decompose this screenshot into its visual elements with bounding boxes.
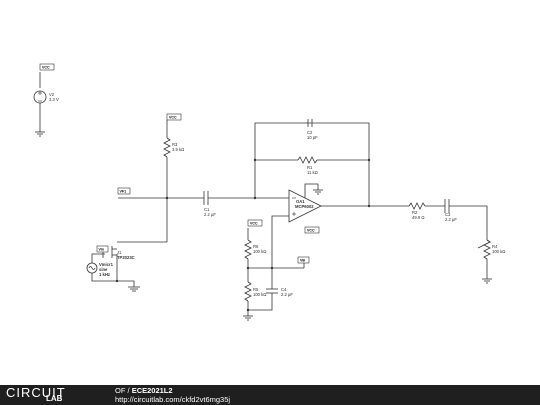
r2-value: 49.9 Ω: [412, 215, 424, 220]
r1-value: 11 kΩ: [307, 170, 318, 175]
vcc-tag-v2: VCC: [39, 63, 55, 71]
c2-value: 10 pF: [307, 135, 318, 140]
j1-name: J1: [117, 250, 122, 255]
c3-value: 2.2 µF: [445, 217, 457, 222]
v2-value: 3.3 V: [49, 97, 59, 102]
owner-link[interactable]: OF: [115, 386, 126, 395]
r4-name: R4: [492, 244, 498, 249]
svg-text:VB: VB: [300, 259, 305, 263]
svg-text:VCC: VCC: [250, 222, 258, 226]
v2-name: V2: [49, 92, 55, 97]
opamp-model: MCP6002: [295, 204, 314, 209]
circuit-url[interactable]: http://circuitlab.com/ckfd2vt6mg35j: [115, 395, 231, 404]
vcc-tag-r6: VCC: [247, 219, 263, 227]
source-name: Vmicr1: [99, 262, 114, 267]
r3-name: R3: [172, 142, 178, 147]
svg-text:VCC: VCC: [307, 229, 315, 233]
vf1-tag: VF1: [117, 187, 131, 195]
c4-value: 2.2 µF: [281, 292, 293, 297]
r5-value: 100 kΩ: [253, 292, 266, 297]
r6-name: R6: [253, 244, 259, 249]
svg-text:VCC: VCC: [42, 66, 50, 70]
circuit-schematic: VCC VCC VF1 VCC VCC Vin VB V2 3.3 V R3 3…: [33, 63, 505, 321]
c2-name: C2: [307, 130, 313, 135]
svg-text:Vin: Vin: [99, 248, 105, 252]
c1-name: C1: [204, 207, 210, 212]
source-freq: 1 kHz: [99, 272, 110, 277]
vcc-tag-r3: VCC: [166, 113, 182, 121]
svg-text:VCC: VCC: [169, 116, 177, 120]
logo-circuit-text: CIRCUIT: [6, 385, 66, 400]
r1-name: R1: [307, 165, 313, 170]
vcc-tag-opamp: VCC: [304, 226, 320, 234]
r3-value: 3.9 kΩ: [172, 147, 184, 152]
logo-lab-text: LAB: [46, 394, 63, 403]
circuit-name[interactable]: ECE2021L2: [131, 386, 173, 395]
circuit-title: OF / ECE2021L2: [115, 386, 173, 395]
opamp-name: OA1: [296, 199, 305, 204]
r6-value: 100 kΩ: [253, 249, 266, 254]
circuitlab-logo[interactable]: CIRCUIT LAB: [6, 385, 96, 404]
c3-name: C3: [445, 212, 451, 217]
vin-tag: Vin: [96, 245, 109, 253]
svg-text:VF1: VF1: [120, 190, 127, 194]
j1-model: TP2023C: [117, 255, 135, 260]
title-separator: /: [125, 386, 132, 395]
r5-name: R5: [253, 287, 259, 292]
r4-value: 100 kΩ: [492, 249, 505, 254]
r2-name: R2: [412, 210, 418, 215]
c1-value: 2.2 µF: [204, 212, 216, 217]
source-type: sine: [99, 267, 108, 272]
footer-bar: CIRCUIT LAB OF / ECE2021L2 http://circui…: [0, 385, 540, 405]
vb-tag: VB: [297, 256, 310, 264]
schematic-canvas[interactable]: VCC VCC VF1 VCC VCC Vin VB V2 3.3 V R3 3…: [0, 0, 540, 385]
c4-name: C4: [281, 287, 287, 292]
